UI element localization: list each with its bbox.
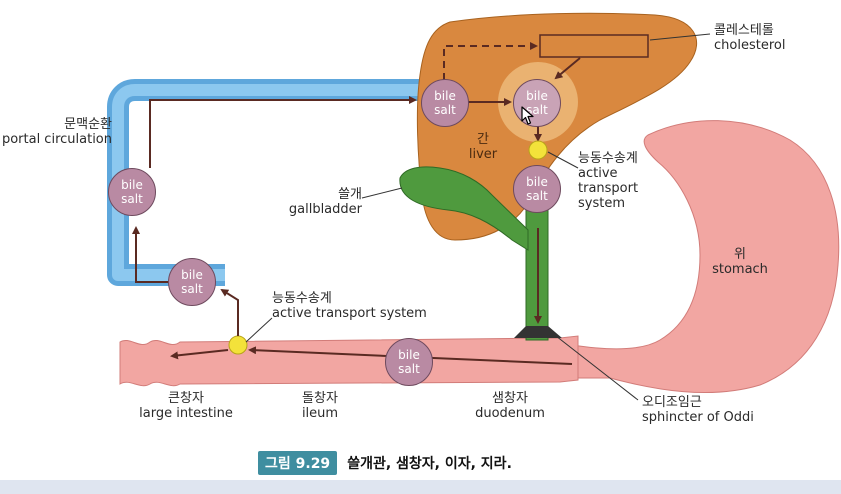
label-en: portal circulation — [1, 131, 112, 147]
transport-dot-liver — [528, 140, 548, 160]
label-ko: 콜레스테롤 — [714, 23, 774, 38]
sphincter-shape — [514, 326, 562, 338]
transport-leader-low — [245, 317, 273, 343]
stomach-shape — [571, 120, 840, 394]
label-ko: 간 — [477, 132, 489, 147]
bile-salt-text: bile — [398, 348, 420, 362]
cholesterol-label: 콜레스테롤 cholesterol — [714, 23, 786, 54]
large-intestine-label: 큰창자 large intestine — [128, 391, 244, 422]
oddi-label: 오디조임근 sphincter of Oddi — [642, 395, 754, 426]
liver-label: 간 liver — [458, 132, 508, 163]
label-en: gallbladder — [288, 201, 362, 217]
cholesterol-to-bile-arrow — [554, 57, 581, 80]
transport-label-low: 능동수송계 active transport system — [272, 291, 427, 322]
figure-caption: 그림 9.29 쓸개관, 샘창자, 이자, 지라. — [258, 451, 512, 475]
bile-salt-text: salt — [434, 103, 456, 117]
label-en: ileum — [301, 405, 339, 421]
bile-salt-text: bile — [434, 89, 456, 103]
large-intestine-arrow — [170, 349, 229, 360]
label-ko: 샘창자 — [492, 391, 528, 406]
cholesterol-leader — [649, 33, 711, 41]
ileum-label: 돌창자 ileum — [285, 391, 355, 422]
label-ko: 문맥순환 — [64, 117, 112, 132]
label-ko: 큰창자 — [168, 391, 204, 406]
label-ko: 능동수송계 — [272, 291, 332, 306]
bile-salt-text: bile — [526, 89, 548, 103]
label-en: liver — [468, 146, 498, 162]
portal-vein-highlight — [112, 84, 440, 281]
label-ko: 능동수송계 — [578, 151, 638, 166]
transport-leader-top — [547, 151, 579, 169]
label-en: large intestine — [139, 405, 233, 421]
transport-dot-ileum — [228, 335, 248, 355]
stomach-label: 위 stomach — [700, 247, 780, 278]
cholesterol-box — [539, 34, 649, 58]
gallbladder-leader — [361, 187, 403, 199]
label-en: active — [578, 165, 618, 181]
label-en: active transport system — [272, 305, 427, 321]
label-ko: 쓸개 — [338, 187, 362, 202]
bile-salt-text: salt — [398, 362, 420, 376]
duodenum-label: 샘창자 duodenum — [465, 391, 555, 422]
bottom-strip — [0, 480, 841, 494]
label-ko: 위 — [734, 247, 746, 262]
figure-title: 쓸개관, 샘창자, 이자, 지라. — [347, 456, 512, 472]
reabsorb-arrow — [220, 288, 239, 336]
label-en: system — [578, 195, 625, 211]
oddi-leader — [555, 335, 639, 401]
bile-salt-text: bile — [181, 268, 203, 282]
label-en: cholesterol — [714, 37, 786, 53]
label-en: stomach — [712, 261, 768, 277]
label-en: transport — [578, 180, 639, 196]
figure-number-badge: 그림 9.29 — [258, 451, 338, 475]
bile-salt-text: salt — [526, 189, 548, 203]
bile-salt-text: salt — [526, 103, 548, 117]
label-ko: 오디조임근 — [642, 395, 702, 410]
portal-circulation-label: 문맥순환 portal circulation — [0, 117, 112, 148]
bile-salt-text: bile — [121, 178, 143, 192]
label-en: duodenum — [475, 405, 545, 421]
portal-up-arrow — [132, 226, 168, 283]
bile-salt-text: salt — [121, 192, 143, 206]
mouse-cursor-icon — [521, 106, 534, 125]
bile-salt-text: bile — [526, 175, 548, 189]
label-en: sphincter of Oddi — [642, 409, 754, 425]
transport-label-top: 능동수송계 active transport system — [578, 151, 639, 212]
portal-top-arrow — [149, 96, 417, 168]
gallbladder-shape — [399, 166, 529, 251]
label-ko: 돌창자 — [302, 391, 338, 406]
bile-salt-text: salt — [181, 282, 203, 296]
gallbladder-label: 쓸개 gallbladder — [268, 187, 362, 218]
